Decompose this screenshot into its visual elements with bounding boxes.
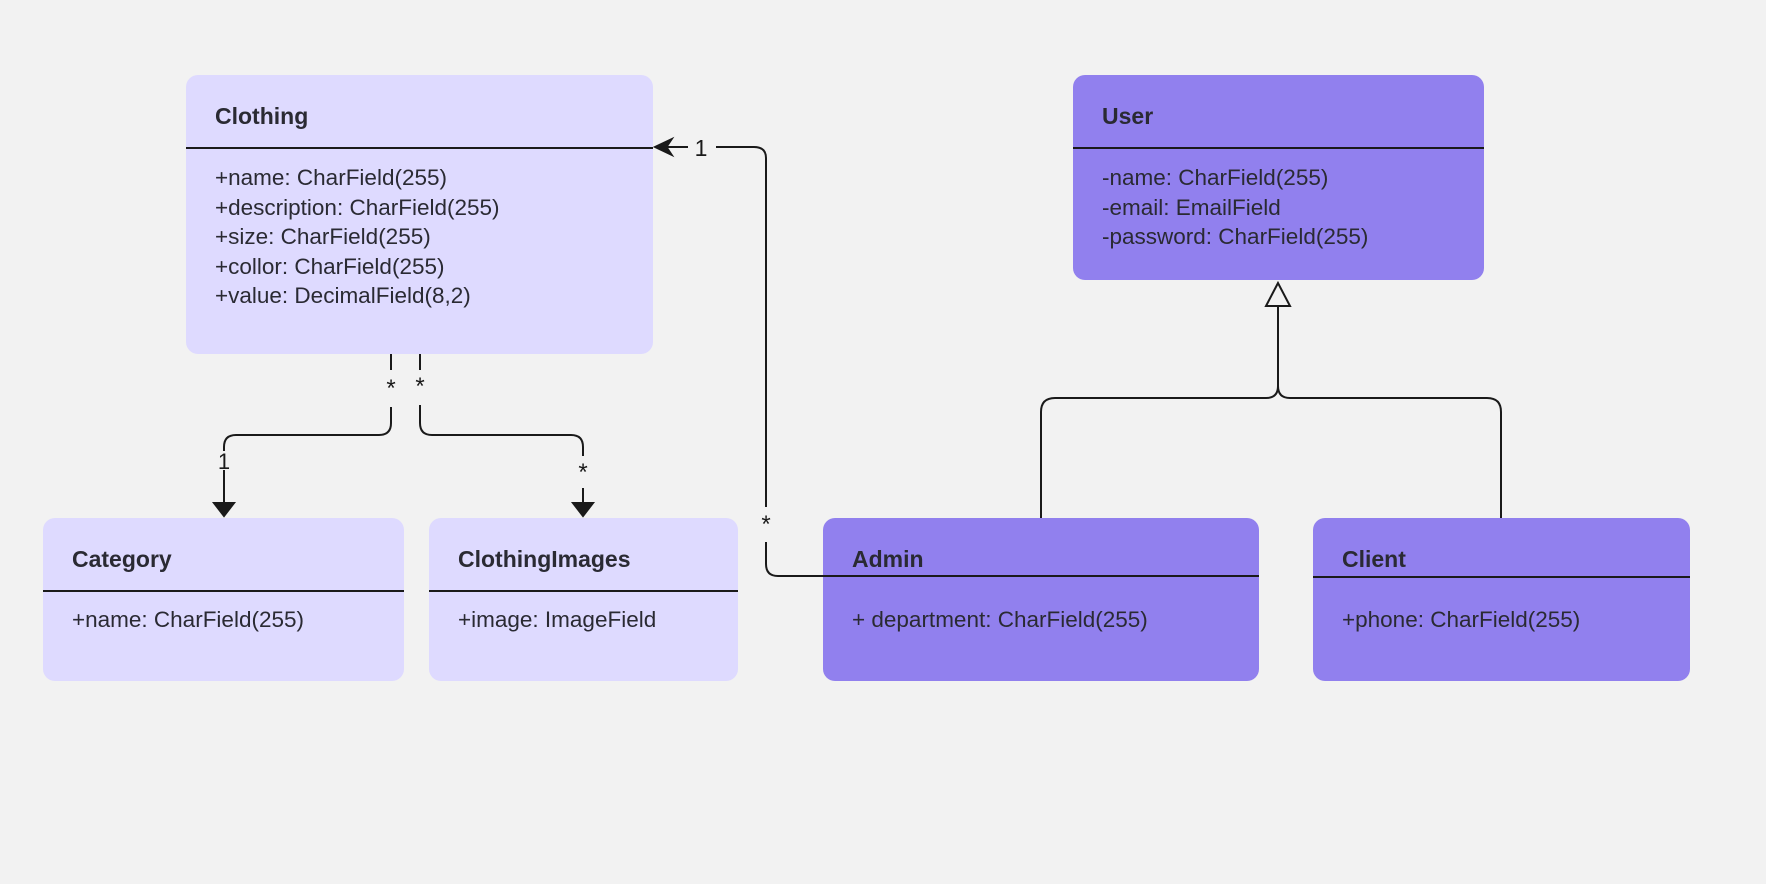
class-title: Category [72,546,172,572]
multiplicity-admin-clothing-target: 1 [695,135,708,161]
class-title: Clothing [215,103,309,129]
attribute-email: -email: EmailField [1102,194,1281,220]
attribute-value: +value: DecimalField(8,2) [215,283,471,309]
multiplicity-clothing-category-source: * [386,375,395,402]
attribute-phone: +phone: CharField(255) [1342,607,1581,632]
class-divider [1313,576,1690,578]
class-attributes: +image: ImageField [458,605,656,635]
class-title: Admin [852,546,924,572]
attribute-collor: +collor: CharField(255) [215,253,445,279]
class-attributes: +name: CharField(255) [72,605,304,635]
attribute-image: +image: ImageField [458,607,657,632]
multiplicity-clothing-images-source: * [415,373,424,400]
class-attributes: -name: CharField(255) -email: EmailField… [1102,163,1368,252]
multiplicity-admin-clothing-source: * [761,511,770,538]
class-category[interactable]: Category +name: CharField(255) [43,518,404,681]
attribute-department: + department: CharField(255) [852,607,1148,632]
multiplicity-clothing-images-target: * [578,459,587,486]
class-title: Client [1342,546,1406,572]
class-admin[interactable]: Admin + department: CharField(255) [823,518,1259,681]
attribute-password: -password: CharField(255) [1102,224,1369,250]
class-divider [429,590,738,592]
class-attributes: +name: CharField(255) +description: Char… [215,163,500,311]
association-clothing-images[interactable] [419,354,596,518]
generalization-user[interactable] [1040,280,1502,518]
class-title: ClothingImages [458,546,631,572]
class-clothing[interactable]: Clothing +name: CharField(255) +descript… [186,75,653,354]
class-divider [823,575,1259,577]
association-admin-clothing[interactable] [652,136,823,577]
attribute-name: +name: CharField(255) [72,607,304,632]
attribute-description: +description: CharField(255) [215,194,500,220]
class-attributes: + department: CharField(255) [852,605,1148,635]
class-divider [1073,147,1484,149]
attribute-size: +size: CharField(255) [215,224,431,250]
attribute-name: +name: CharField(255) [215,165,447,190]
class-client[interactable]: Client +phone: CharField(255) [1313,518,1690,681]
class-divider [43,590,404,592]
class-title: User [1102,103,1154,129]
class-attributes: +phone: CharField(255) [1342,605,1580,635]
multiplicity-clothing-category-target: 1 [218,449,230,474]
class-divider [186,147,653,149]
attribute-name: -name: CharField(255) [1102,165,1329,190]
class-clothing-images[interactable]: ClothingImages +image: ImageField [429,518,738,681]
class-user[interactable]: User -name: CharField(255) -email: Email… [1073,75,1484,280]
association-clothing-category[interactable] [211,354,392,518]
